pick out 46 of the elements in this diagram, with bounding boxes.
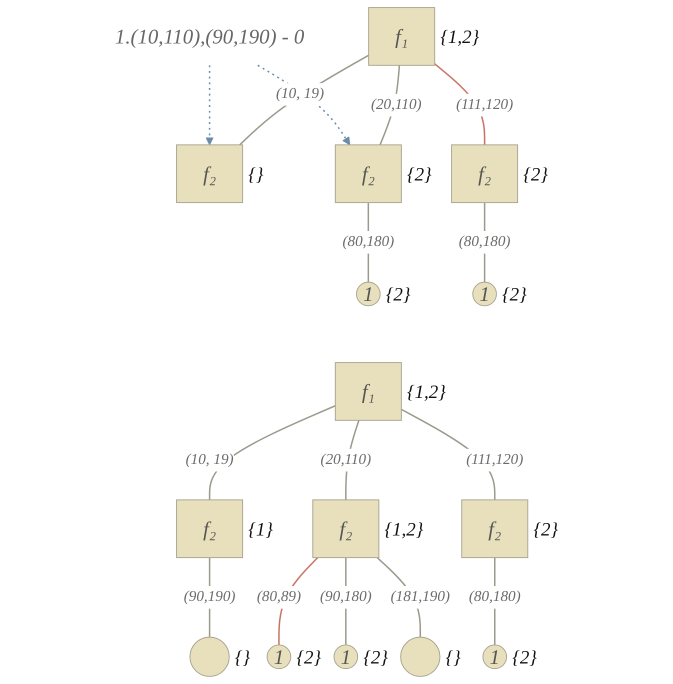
set-label: {2} xyxy=(502,284,527,306)
edge-label: (111,120) xyxy=(456,96,514,113)
edge-label: (90,190) xyxy=(184,588,236,605)
edge-label: (10, 19) xyxy=(276,86,324,102)
node-circle: 1 xyxy=(482,644,508,670)
edge-label: (111,120) xyxy=(466,452,524,468)
edge-label: (20,110) xyxy=(320,452,372,468)
node-box: f₂ xyxy=(176,144,244,204)
set-label: {2} xyxy=(386,284,410,306)
node-text: 1.(10,110),(90,190) - 0 xyxy=(114,24,304,48)
node-circle xyxy=(400,636,440,677)
edge-label: (80,180) xyxy=(458,234,510,250)
set-label: {} xyxy=(234,647,250,668)
node-box: f₁ xyxy=(334,362,402,421)
arrow xyxy=(205,65,214,146)
edge-label: (80,89) xyxy=(256,588,302,605)
node-box: f₁ xyxy=(368,7,436,66)
set-label: {2} xyxy=(512,647,537,668)
edge-label: (80,180) xyxy=(342,234,394,250)
set-label: {2} xyxy=(407,164,432,186)
set-label: {2} xyxy=(523,164,548,186)
node-box: f₂ xyxy=(312,499,380,558)
edge-label: (20,110) xyxy=(370,96,422,113)
node-circle xyxy=(189,636,230,677)
set-label: {2} xyxy=(533,519,558,540)
set-label: {} xyxy=(446,647,461,668)
node-box: f₂ xyxy=(461,499,528,558)
set-label: {1,2} xyxy=(384,519,424,540)
node-box: f₂ xyxy=(451,144,518,204)
node-circle: 1 xyxy=(472,282,497,306)
set-label: {1,2} xyxy=(407,382,446,404)
node-box: f₂ xyxy=(334,144,402,204)
set-label: {1} xyxy=(248,519,273,540)
set-label: {2} xyxy=(363,647,388,668)
set-label: {} xyxy=(248,164,264,186)
edge-label: (90,180) xyxy=(320,588,372,605)
node-circle: 1 xyxy=(356,282,381,306)
edge-label: (80,180) xyxy=(468,588,521,605)
set-label: {2} xyxy=(296,647,322,668)
node-box: f₂ xyxy=(176,499,244,558)
node-circle: 1 xyxy=(334,644,358,670)
set-label: {1,2} xyxy=(440,27,480,48)
node-circle: 1 xyxy=(266,644,292,670)
edge-label: (181,190) xyxy=(390,588,450,605)
connector xyxy=(239,54,370,146)
edge-label: (10, 19) xyxy=(186,452,234,468)
